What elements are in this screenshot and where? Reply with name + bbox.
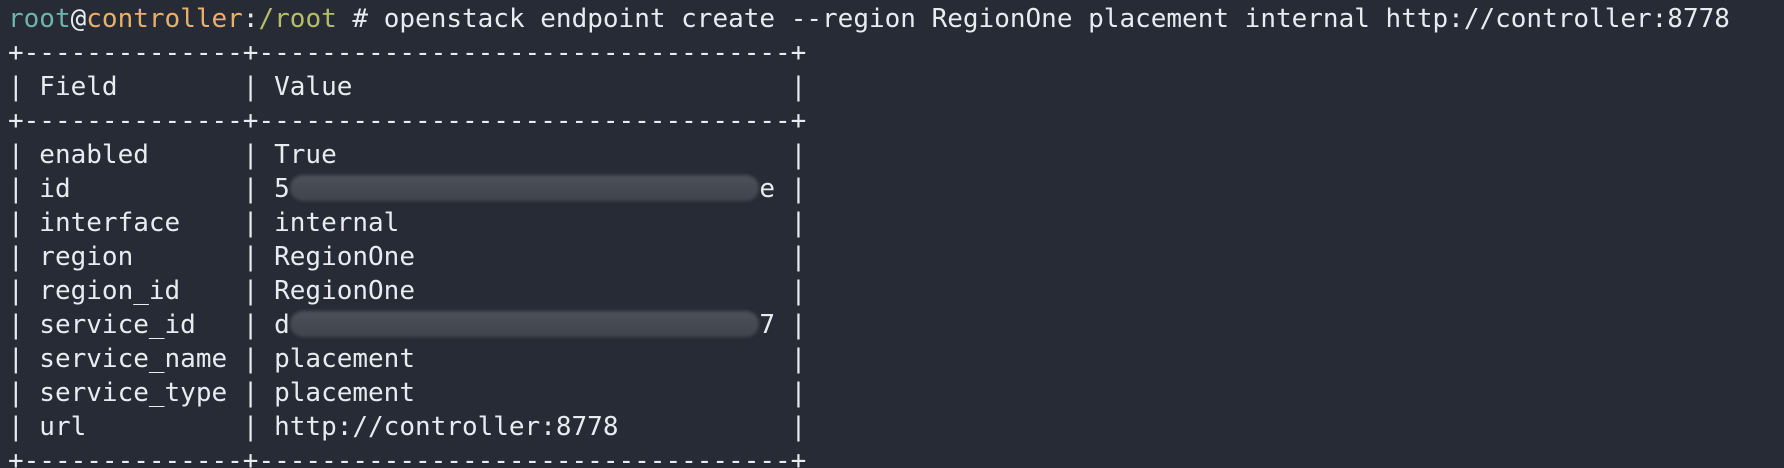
table-border-bottom: +--------------+------------------------… xyxy=(8,446,807,468)
table-row-region: | region | RegionOne | xyxy=(8,242,807,272)
table-header-separator: +--------------+------------------------… xyxy=(8,106,807,136)
command-line: root@controller:/root # openstack endpoi… xyxy=(8,2,1784,36)
redacted-value-blur xyxy=(289,175,760,201)
table-row-enabled: | enabled | True | xyxy=(8,140,807,170)
prompt-colon: : xyxy=(242,4,259,34)
prompt-cwd: /root xyxy=(258,4,337,34)
prompt-hash-separator: # xyxy=(336,4,384,34)
table-row-region_id: | region_id | RegionOne | xyxy=(8,276,807,306)
prompt-at-symbol: @ xyxy=(70,4,87,34)
command-text: openstack endpoint create --region Regio… xyxy=(383,4,1730,34)
redacted-value-blur xyxy=(289,311,760,337)
table-row-service_name: | service_name | placement | xyxy=(8,344,807,374)
table-border-top: +--------------+------------------------… xyxy=(8,38,807,68)
prompt-hostname: controller xyxy=(86,4,243,34)
table-header-row: | Field | Value | xyxy=(8,72,807,102)
prompt-user: root xyxy=(8,4,71,34)
table-row-service_type: | service_type | placement | xyxy=(8,378,807,408)
table-row-url: | url | http://controller:8778 | xyxy=(8,412,807,442)
output-table: +--------------+------------------------… xyxy=(8,36,1784,468)
table-row-interface: | interface | internal | xyxy=(8,208,807,238)
